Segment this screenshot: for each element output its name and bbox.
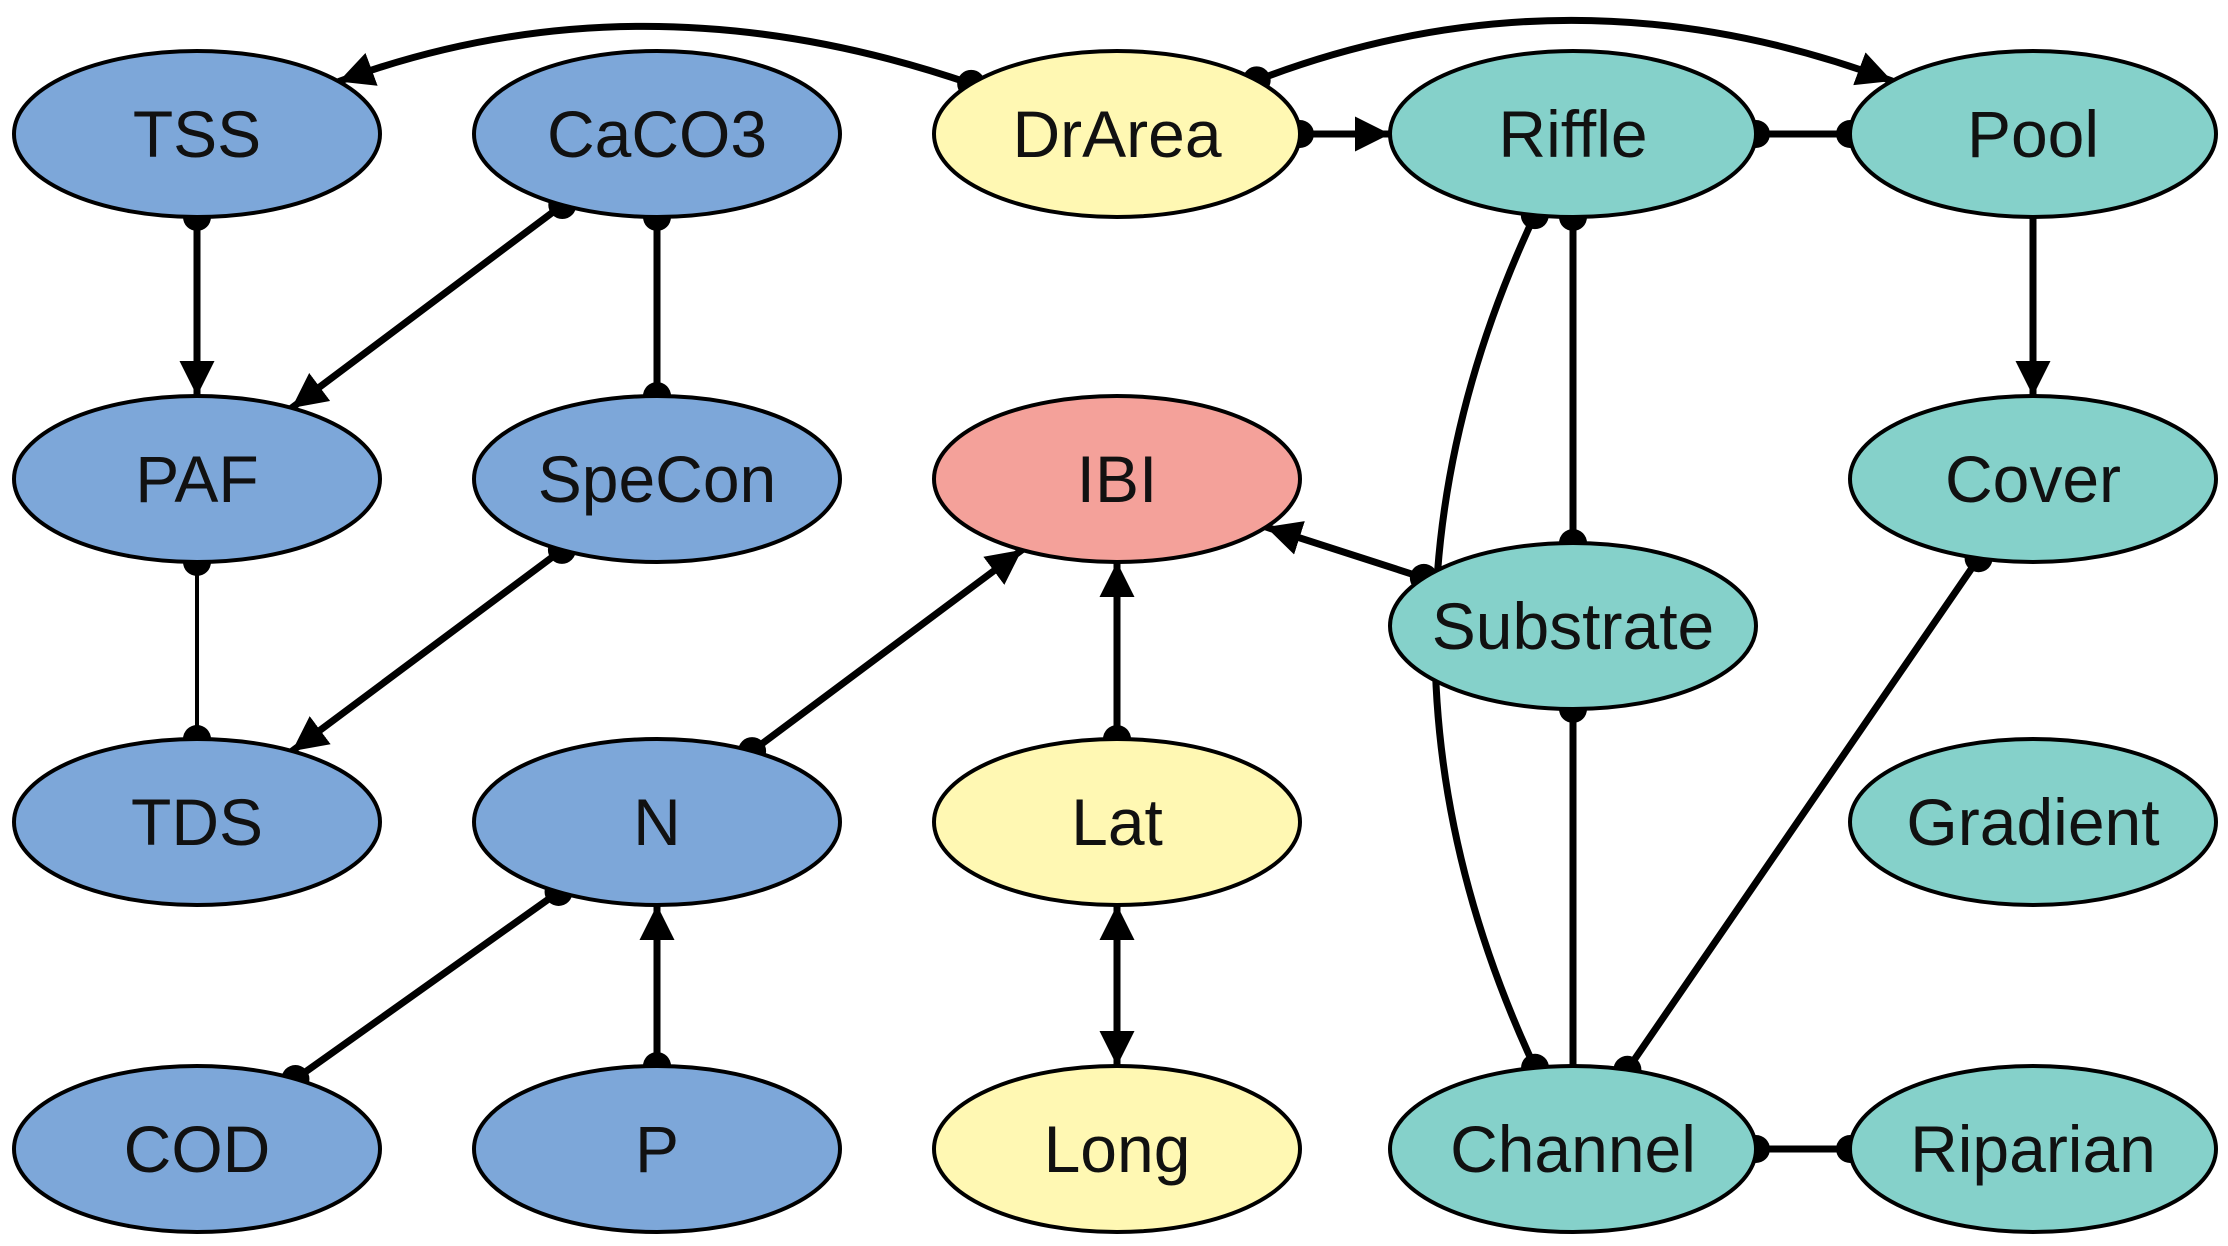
node-label: CaCO3: [547, 97, 767, 171]
edge-paf-tds: [183, 548, 211, 753]
node-label: SpeCon: [538, 442, 777, 516]
node-label: TDS: [131, 785, 263, 859]
node-cod: COD: [12, 1064, 382, 1234]
node-label: DrArea: [1012, 97, 1221, 171]
node-p: P: [472, 1064, 842, 1234]
edge-line: [1253, 16, 1896, 86]
node-label: Cover: [1945, 442, 2121, 516]
node-label: Channel: [1450, 1112, 1696, 1186]
node-ellipse: [1388, 541, 1758, 711]
node-ellipse: [932, 1064, 1302, 1234]
node-gradient: Gradient: [1848, 737, 2218, 907]
edge-specon-tds: [288, 535, 576, 755]
node-riffle: Riffle: [1388, 49, 1758, 219]
node-ellipse: [472, 1064, 842, 1234]
edge-riffle-substrate: [1559, 203, 1587, 557]
edge-tss-paf: [179, 203, 215, 400]
node-label: N: [633, 785, 681, 859]
node-ellipse: [12, 394, 382, 564]
edge-line: [291, 888, 563, 1083]
node-label: Gradient: [1906, 785, 2159, 859]
node-label: Lat: [1071, 785, 1163, 859]
node-ellipse: [12, 737, 382, 907]
node-n: N: [472, 737, 842, 907]
node-pool: Pool: [1848, 49, 2218, 219]
node-ellipse: [932, 49, 1302, 219]
node-ibi: IBI: [932, 394, 1302, 564]
node-paf: PAF: [12, 394, 382, 564]
node-ellipse: [932, 737, 1302, 907]
node-substrate: Substrate: [1388, 541, 1758, 711]
node-ellipse: [1848, 49, 2218, 219]
node-caco3: CaCO3: [472, 49, 842, 219]
node-ellipse: [12, 1064, 382, 1234]
edge-lat-ibi: [1099, 558, 1135, 753]
edge-line: [288, 201, 566, 412]
edge-cod-n: [281, 877, 573, 1094]
node-ellipse: [1848, 394, 2218, 564]
node-label: P: [635, 1112, 679, 1186]
node-ellipse: [1848, 1064, 2218, 1234]
edge-riffle-pool: [1742, 120, 1864, 148]
node-channel: Channel: [1388, 1064, 1758, 1234]
node-ellipse: [472, 737, 842, 907]
node-label: Substrate: [1432, 589, 1715, 663]
node-lat: Lat: [932, 737, 1302, 907]
edge-caco3-paf: [288, 191, 577, 412]
node-label: Long: [1044, 1112, 1191, 1186]
edge-substrate-channel: [1559, 695, 1587, 1070]
edge-line: [335, 22, 975, 88]
node-ellipse: [472, 394, 842, 564]
edge-line: [748, 546, 1026, 755]
edge-channel-riparian: [1742, 1135, 1864, 1163]
node-label: PAF: [135, 442, 258, 516]
node-label: TSS: [133, 97, 261, 171]
node-ellipse: [1848, 737, 2218, 907]
node-tds: TDS: [12, 737, 382, 907]
node-tss: TSS: [12, 49, 382, 219]
node-ellipse: [1388, 1064, 1758, 1234]
node-label: Riparian: [1910, 1112, 2156, 1186]
node-specon: SpeCon: [472, 394, 842, 564]
edge-line: [1262, 521, 1428, 582]
node-drarea: DrArea: [932, 49, 1302, 219]
node-label: Riffle: [1498, 97, 1647, 171]
node-label: COD: [124, 1112, 271, 1186]
node-ellipse: [472, 49, 842, 219]
node-label: IBI: [1077, 442, 1158, 516]
node-ellipse: [12, 49, 382, 219]
edge-n-ibi: [738, 546, 1026, 766]
node-riparian: Riparian: [1848, 1064, 2218, 1234]
edge-caco3-specon: [643, 203, 671, 410]
edge-substrate-ibi: [1262, 521, 1438, 592]
edge-p-n: [639, 901, 675, 1080]
node-cover: Cover: [1848, 394, 2218, 564]
node-label: Pool: [1967, 97, 2099, 171]
node-long: Long: [932, 1064, 1302, 1234]
node-ellipse: [1388, 49, 1758, 219]
node-ellipse: [932, 394, 1302, 564]
edge-line: [1623, 554, 1983, 1074]
edge-line: [288, 546, 566, 755]
